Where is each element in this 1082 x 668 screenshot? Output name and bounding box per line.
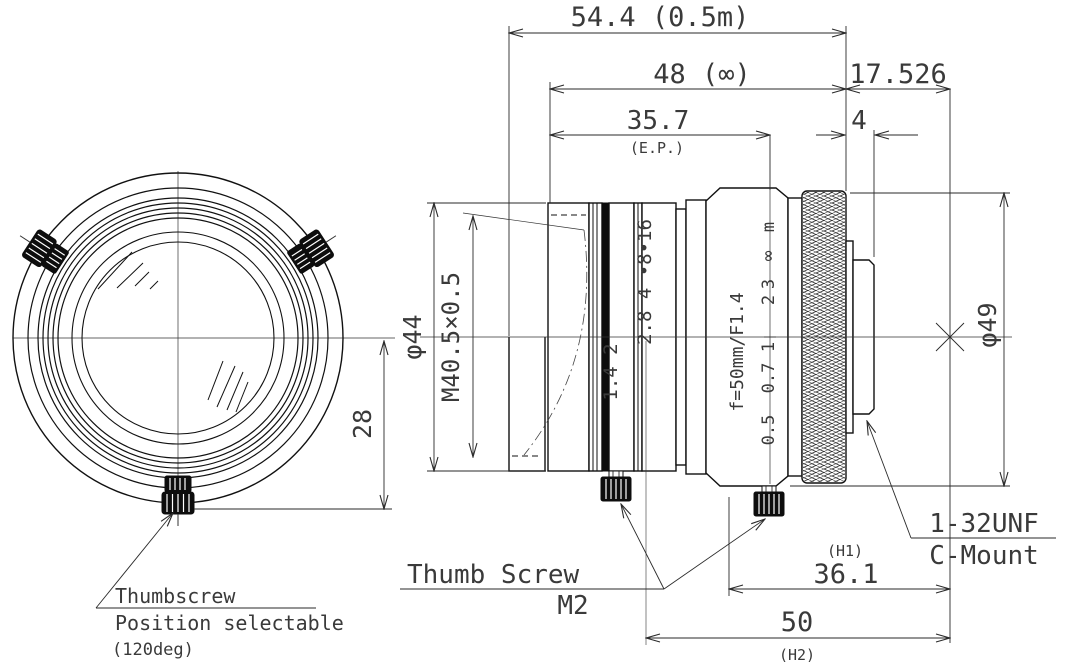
dim-barrel-diameter: φ49 (790, 193, 1010, 486)
dim-overall-05m: 54.4 (0.5m) (509, 2, 846, 336)
dim-screw-offset-label: 28 (348, 409, 377, 439)
front-view: 28 Thumbscrew Position selectable (120de… (10, 171, 395, 660)
dim-entrance-pupil: 35.7 (E.P.) (550, 106, 770, 190)
dim-h1-note: (H1) (827, 542, 863, 560)
mount-thread-label: 1-32UNF (929, 509, 1039, 539)
svg-text:3: 3 (759, 279, 779, 289)
dim-overall-05m-label: 54.4 (0.5m) (571, 2, 750, 33)
side-thumbscrew-front (600, 470, 632, 502)
front-thumbscrew-note-line2: Position selectable (115, 611, 344, 635)
dim-flange-focal: 17.526 (846, 59, 950, 90)
front-thumbscrew-note-line3: (120deg) (112, 640, 194, 660)
dim-front-diameter-label: φ44 (398, 314, 427, 359)
svg-text:∞: ∞ (758, 250, 779, 261)
dim-entrance-pupil-label: 35.7 (627, 106, 690, 136)
dim-overall-inf-label: 48 (∞) (653, 59, 751, 90)
focus-scale: 0.5 0.7 1 2 3 ∞ m (758, 222, 779, 445)
front-thumbscrew-note-line1: Thumbscrew (115, 584, 236, 608)
dim-filter-thread: M40.5×0.5 (437, 216, 473, 457)
thread-pointer-line (462, 212, 585, 231)
svg-text:0.5: 0.5 (759, 415, 779, 446)
front-thumbscrew-note: Thumbscrew Position selectable (120deg) (95, 513, 344, 660)
dim-h1-label: 36.1 (813, 559, 878, 590)
image-plane-mark (935, 89, 965, 643)
aperture-scale-low: 1.4 2 (600, 343, 622, 400)
dim-flange-focal-label: 17.526 (849, 59, 947, 90)
thumbscrew-bottom (161, 475, 195, 527)
dim-h2-note: (H2) (779, 646, 815, 664)
dim-mount-thread-length: 4 (816, 106, 918, 257)
c-mount-callout: 1-32UNF C-Mount (867, 421, 1056, 571)
lens-spec-engraving: f=50mm/F1.4 (727, 292, 748, 411)
svg-text:1: 1 (759, 342, 779, 352)
svg-text:0.7: 0.7 (759, 363, 779, 394)
dim-screw-offset: 28 (194, 341, 392, 509)
mount-type-label: C-Mount (929, 541, 1039, 571)
dim-h2-label: 50 (781, 607, 814, 638)
thumb-screw-size-label: M2 (557, 591, 588, 621)
callouts: Thumb Screw M2 1-32UNF C-Mount (400, 421, 1056, 621)
dim-h1: (H1) 36.1 (729, 497, 950, 596)
svg-text:2: 2 (759, 295, 779, 305)
dim-filter-thread-label: M40.5×0.5 (437, 272, 465, 402)
dim-entrance-pupil-note: (E.P.) (630, 139, 684, 157)
dim-overall-inf: 48 (∞) (550, 59, 846, 203)
dim-h2: 50 (H2) (646, 341, 950, 664)
dimensions: 54.4 (0.5m) 48 (∞) 17.526 35.7 (E.P.) 4 (398, 2, 1010, 664)
dim-barrel-diameter-label: φ49 (973, 302, 1002, 347)
glass-reflection-hatch (97, 251, 249, 413)
thumb-screw-label: Thumb Screw (407, 560, 580, 590)
dim-front-diameter: φ44 (398, 203, 546, 471)
side-thumbscrew-rear (753, 485, 785, 517)
svg-text:m: m (759, 222, 779, 232)
side-view: 1.4 2 2.8 4 •8•16 f=50mm/F1.4 0.5 0.7 1 … (420, 89, 1012, 643)
aperture-scale-high: 2.8 4 •8•16 (634, 219, 656, 345)
thumb-screw-callout: Thumb Screw M2 (400, 504, 765, 621)
dim-mount-thread-length-label: 4 (851, 106, 867, 136)
